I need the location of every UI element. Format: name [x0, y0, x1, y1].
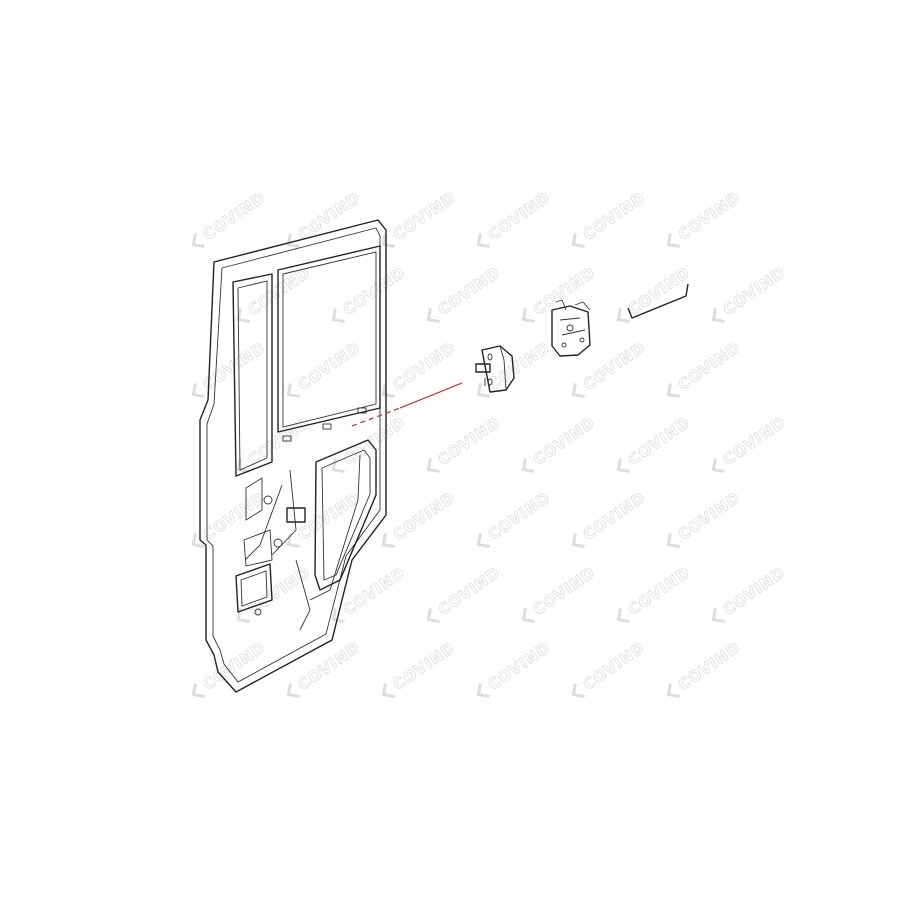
- watermark-chevron-icon: [426, 608, 440, 624]
- watermark-chevron-icon: [521, 608, 535, 624]
- watermark-chevron-icon: [331, 608, 345, 624]
- lock-rod: [627, 283, 689, 319]
- watermark-chevron-icon: [286, 383, 300, 399]
- watermark-chevron-icon: [286, 233, 300, 249]
- watermark-chevron-icon: [711, 308, 725, 324]
- watermark-chevron-icon: [521, 308, 535, 324]
- watermark-chevron-icon: [616, 458, 630, 474]
- watermark-chevron-icon: [426, 458, 440, 474]
- watermark-chevron-icon: [286, 683, 300, 699]
- watermark-chevron-icon: [191, 683, 205, 699]
- watermark-chevron-icon: [666, 533, 680, 549]
- watermark-chevron-icon: [381, 533, 395, 549]
- watermark-chevron-icon: [666, 233, 680, 249]
- watermark-chevron-icon: [426, 308, 440, 324]
- watermark-chevron-icon: [381, 683, 395, 699]
- watermark-chevron-icon: [666, 383, 680, 399]
- watermark-chevron-icon: [476, 233, 490, 249]
- door-lock: [551, 299, 591, 357]
- watermark-chevron-icon: [616, 308, 630, 324]
- leader-line: [351, 382, 463, 427]
- watermark-chevron-icon: [191, 383, 205, 399]
- watermark-chevron-icon: [476, 383, 490, 399]
- striker-plate: [475, 345, 515, 393]
- watermark-chevron-icon: [711, 608, 725, 624]
- watermark-chevron-icon: [381, 383, 395, 399]
- watermark-chevron-icon: [191, 533, 205, 549]
- watermark-chevron-icon: [476, 533, 490, 549]
- door-panel: [199, 219, 387, 693]
- watermark-chevron-icon: [666, 683, 680, 699]
- watermark-chevron-icon: [616, 608, 630, 624]
- watermark-chevron-icon: [331, 308, 345, 324]
- watermark-chevron-icon: [286, 533, 300, 549]
- watermark-chevron-icon: [571, 233, 585, 249]
- watermark-chevron-icon: [521, 458, 535, 474]
- watermark-chevron-icon: [571, 533, 585, 549]
- watermark-chevron-icon: [191, 233, 205, 249]
- watermark-chevron-icon: [381, 233, 395, 249]
- watermark-chevron-icon: [571, 383, 585, 399]
- watermark-chevron-icon: [711, 458, 725, 474]
- watermark-chevron-icon: [476, 683, 490, 699]
- watermark-chevron-icon: [236, 608, 250, 624]
- watermark-chevron-icon: [571, 683, 585, 699]
